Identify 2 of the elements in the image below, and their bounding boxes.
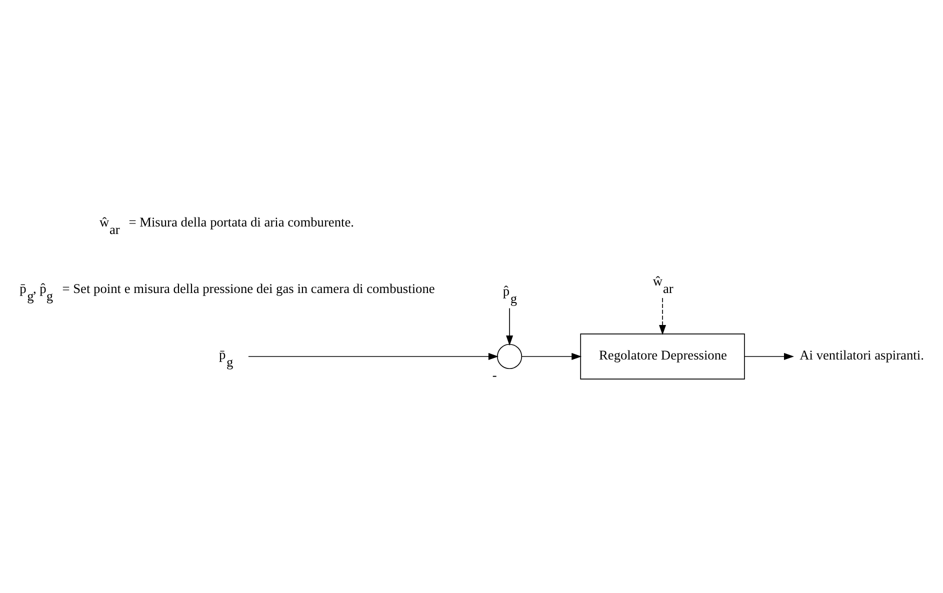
node-text: Ai ventilatori aspiranti.	[800, 348, 924, 363]
node-label: -	[492, 367, 497, 382]
